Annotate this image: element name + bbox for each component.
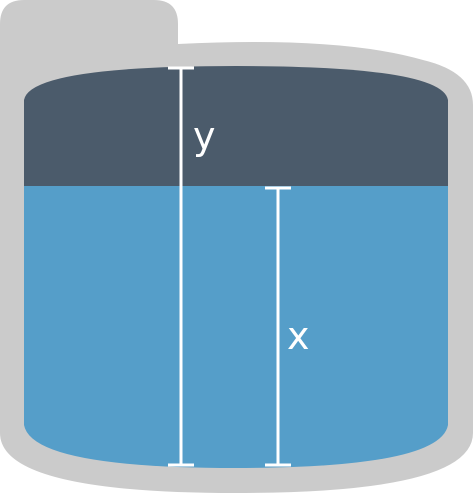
- dimension-x: [265, 186, 291, 467]
- empty-space: [24, 66, 448, 186]
- label-y: y: [193, 114, 216, 158]
- label-x: x: [287, 314, 310, 358]
- dimension-y: [168, 66, 194, 467]
- liquid-body: [24, 186, 448, 468]
